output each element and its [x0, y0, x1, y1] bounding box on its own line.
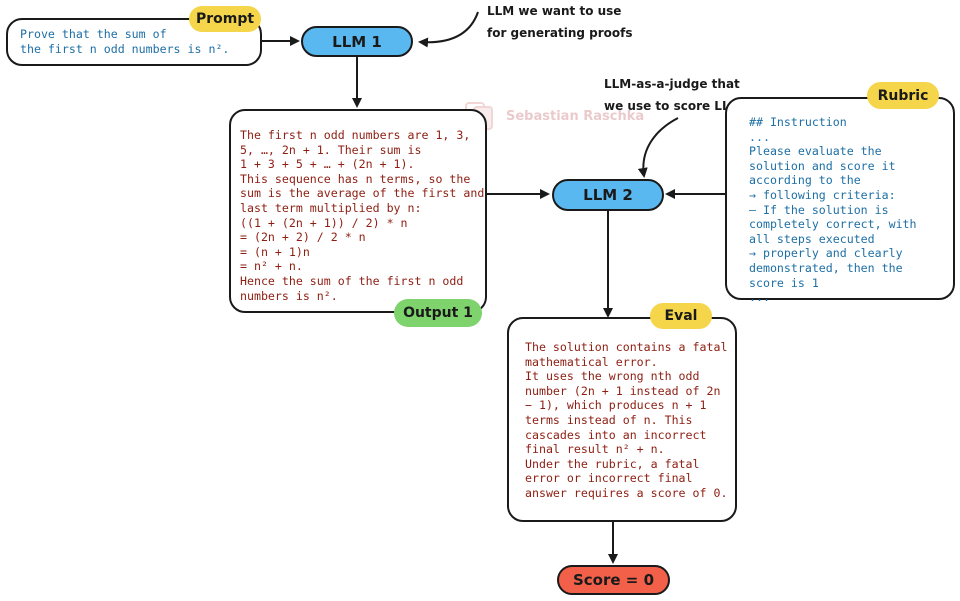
arrow-annotation-to-llm1	[418, 11, 479, 48]
arrow-annotation-to-llm2	[637, 117, 679, 178]
llm1-node: LLM 1	[301, 26, 413, 57]
eval-tag: Eval	[650, 303, 712, 329]
output1-text: The first n odd numbers are 1, 3, 5, …, …	[240, 128, 485, 303]
eval-text: The solution contains a fatal mathematic…	[525, 340, 728, 500]
score-node: Score = 0	[557, 565, 670, 595]
rubric-text: ## Instruction ... Please evaluate the s…	[749, 115, 917, 305]
prompt-text: Prove that the sum of the first n odd nu…	[20, 27, 230, 56]
llm1-annotation: LLM we want to use for generating proofs	[487, 4, 633, 40]
rubric-tag: Rubric	[867, 82, 939, 109]
output1-tag: Output 1	[394, 299, 482, 327]
llm2-annotation: LLM-as-a-judge that we use to score LLM …	[604, 77, 754, 113]
output1-box: The first n odd numbers are 1, 3, 5, …, …	[229, 109, 487, 313]
prompt-tag: Prompt	[189, 6, 261, 32]
llm2-node: LLM 2	[552, 179, 664, 211]
eval-box: The solution contains a fatal mathematic…	[507, 317, 737, 522]
watermark-text: Sebastian Raschka	[506, 108, 645, 124]
rubric-box: ## Instruction ... Please evaluate the s…	[725, 97, 955, 304]
